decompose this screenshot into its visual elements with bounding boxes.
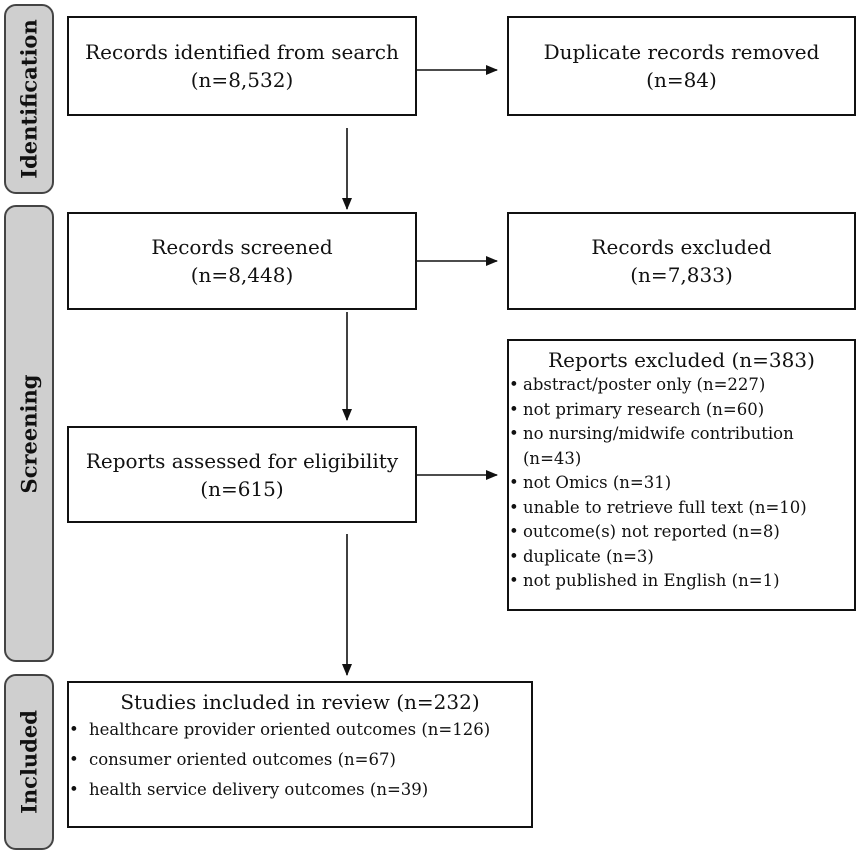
list-item: consumer oriented outcomes (n=67) bbox=[69, 745, 531, 775]
box-reports-excluded: Reports excluded (n=383) abstract/poster… bbox=[507, 339, 856, 611]
list-item: not primary research (n=60) bbox=[509, 398, 854, 423]
records-excluded-text: Records excluded bbox=[591, 235, 772, 259]
list-item: unable to retrieve full text (n=10) bbox=[509, 496, 854, 521]
records-screened-count: (n=8,448) bbox=[190, 263, 294, 287]
list-item: health service delivery outcomes (n=39) bbox=[69, 775, 531, 805]
stage-included: Included bbox=[4, 674, 54, 850]
reports-assessed-count: (n=615) bbox=[200, 476, 284, 501]
box-records-excluded: Records excluded (n=7,833) bbox=[507, 212, 856, 310]
list-item: outcome(s) not reported (n=8) bbox=[509, 520, 854, 545]
duplicates-removed-count: (n=84) bbox=[646, 68, 717, 92]
list-item: healthcare provider oriented outcomes (n… bbox=[69, 715, 531, 745]
records-excluded-count: (n=7,833) bbox=[630, 263, 733, 287]
stage-screening: Screening bbox=[4, 205, 54, 662]
box-records-screened: Records screened (n=8,448) bbox=[67, 212, 417, 310]
list-item: not published in English (n=1) bbox=[509, 569, 854, 594]
list-item: not Omics (n=31) bbox=[509, 471, 854, 496]
list-item: duplicate (n=3) bbox=[509, 545, 854, 570]
reports-assessed-text: Reports assessed for eligibility bbox=[85, 448, 399, 473]
studies-included-list: healthcare provider oriented outcomes (n… bbox=[69, 715, 531, 805]
box-records-identified: Records identified from search (n=8,532) bbox=[67, 16, 417, 116]
box-duplicates-removed: Duplicate records removed (n=84) bbox=[507, 16, 856, 116]
records-identified-text: Records identified from search bbox=[85, 40, 399, 64]
records-identified-count: (n=8,532) bbox=[190, 68, 294, 92]
studies-included-title: Studies included in review (n=232) bbox=[120, 690, 480, 714]
reports-excluded-list: abstract/poster only (n=227) not primary… bbox=[509, 373, 854, 594]
list-item: no nursing/midwife contribution (n=43) bbox=[509, 422, 854, 471]
list-item: abstract/poster only (n=227) bbox=[509, 373, 854, 398]
records-screened-text: Records screened bbox=[151, 235, 333, 259]
duplicates-removed-text: Duplicate records removed bbox=[543, 40, 820, 64]
reports-excluded-title: Reports excluded (n=383) bbox=[548, 348, 815, 372]
box-studies-included: Studies included in review (n=232) healt… bbox=[67, 681, 533, 828]
stage-identification: Identification bbox=[4, 4, 54, 194]
box-reports-assessed: Reports assessed for eligibility (n=615) bbox=[67, 426, 417, 523]
